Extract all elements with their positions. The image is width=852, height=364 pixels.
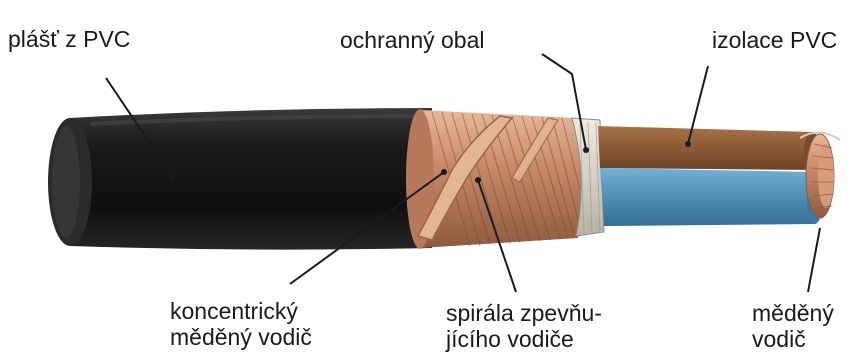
label-copper-line2: vodič	[752, 326, 834, 352]
leader-spiral-dot	[475, 177, 481, 183]
label-reinforcing-spiral: spirála zpevňu- jícího vodiče	[446, 300, 602, 352]
leader-copper	[808, 228, 820, 292]
label-protective-wrap: ochranný obal	[340, 27, 485, 53]
leader-wrap-dot	[583, 147, 589, 153]
leader-insulation-dot	[685, 141, 691, 147]
label-spiral-line2: jícího vodiče	[446, 326, 602, 352]
label-copper-conductor: měděný vodič	[752, 300, 834, 352]
leader-concentric-dot	[441, 169, 447, 175]
label-concentric-conductor: koncentrický měděný vodič	[170, 298, 312, 350]
leader-sheath-dot	[169, 173, 175, 179]
outer-sheath	[48, 108, 432, 250]
label-pvc-sheath: plášť z PVC	[8, 26, 130, 52]
label-spiral-line1: spirála zpevňu-	[446, 300, 602, 326]
label-pvc-insulation: izolace PVC	[712, 27, 837, 53]
label-concentric-line2: měděný vodič	[170, 324, 312, 350]
label-concentric-line1: koncentrický	[170, 298, 312, 324]
brown-insulation	[598, 126, 820, 170]
label-copper-line1: měděný	[752, 300, 834, 326]
blue-insulation	[600, 168, 823, 226]
